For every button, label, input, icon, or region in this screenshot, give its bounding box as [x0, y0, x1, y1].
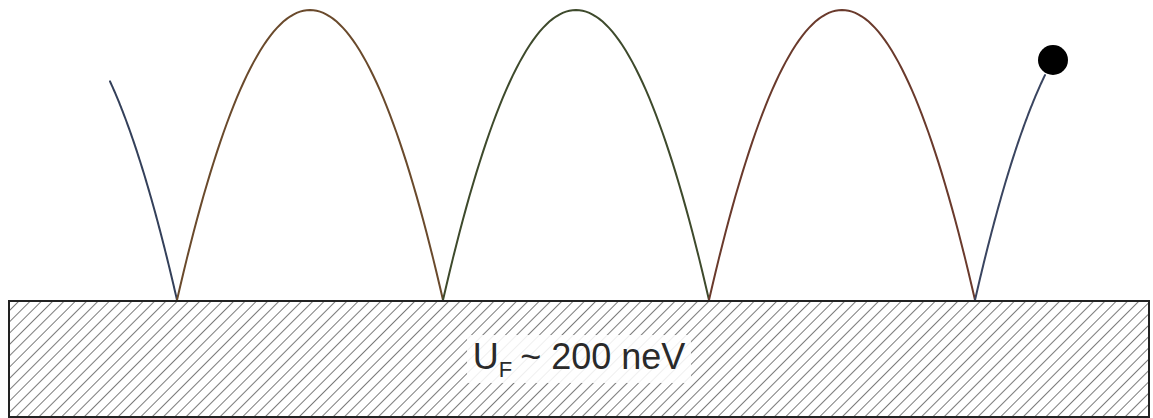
potential-label: UF ~ 200 neV	[467, 335, 692, 383]
neutron-ball	[1038, 45, 1068, 75]
trajectory-arc	[177, 10, 443, 300]
material-surface: UF ~ 200 neV	[8, 300, 1150, 418]
trajectory-arc	[709, 10, 975, 300]
label-text: ~ 200 neV	[520, 336, 685, 377]
trajectory-arc	[443, 10, 709, 300]
trajectory-arc	[975, 75, 1045, 300]
label-text: U	[473, 336, 499, 377]
subscript: F	[499, 357, 512, 382]
trajectory-arc	[110, 81, 177, 300]
